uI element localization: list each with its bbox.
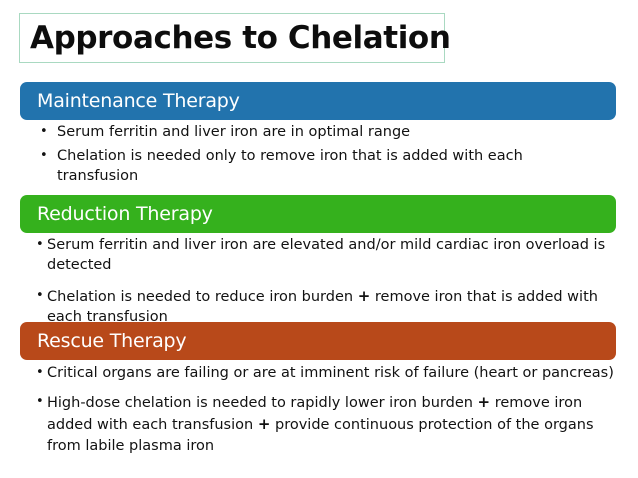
- list-item-text: Serum ferritin and liver iron are elevat…: [47, 237, 606, 273]
- bullet-icon: •: [36, 394, 44, 409]
- section-header-maintenance[interactable]: Maintenance Therapy: [20, 82, 616, 120]
- list-item-text: High-dose chelation is needed to rapidly…: [47, 393, 594, 454]
- bullet-icon: •: [36, 365, 44, 380]
- bullet-icon: •: [36, 237, 44, 252]
- list-item: • Serum ferritin and liver iron are elev…: [36, 235, 614, 275]
- section-header-label-rescue: Rescue Therapy: [37, 329, 187, 352]
- section-header-label-maintenance: Maintenance Therapy: [37, 89, 240, 112]
- list-item-text: Critical organs are failing or are at im…: [47, 365, 614, 381]
- list-item: • High-dose chelation is needed to rapid…: [36, 392, 614, 457]
- list-item: • Chelation is needed only to remove iro…: [40, 146, 600, 186]
- section-body-maintenance: • Serum ferritin and liver iron are in o…: [40, 122, 600, 190]
- bullet-icon: •: [40, 124, 48, 139]
- list-item-text: Chelation is needed only to remove iron …: [57, 148, 523, 184]
- list-item: • Critical organs are failing or are at …: [36, 363, 614, 384]
- list-item-text: Chelation is needed to reduce iron burde…: [47, 287, 598, 325]
- section-header-rescue[interactable]: Rescue Therapy: [20, 322, 616, 360]
- section-body-reduction: • Serum ferritin and liver iron are elev…: [36, 235, 614, 338]
- section-body-rescue: • Critical organs are failing or are at …: [36, 363, 614, 465]
- list-item: • Serum ferritin and liver iron are in o…: [40, 122, 600, 142]
- section-header-label-reduction: Reduction Therapy: [37, 202, 213, 225]
- list-item-text: Serum ferritin and liver iron are in opt…: [57, 124, 411, 140]
- bullet-icon: •: [40, 148, 48, 163]
- slide-title-box: Approaches to Chelation: [19, 13, 451, 63]
- bullet-icon: •: [36, 288, 44, 303]
- list-item: • Chelation is needed to reduce iron bur…: [36, 286, 614, 327]
- page-title: Approaches to Chelation: [30, 19, 451, 56]
- section-header-reduction[interactable]: Reduction Therapy: [20, 195, 616, 233]
